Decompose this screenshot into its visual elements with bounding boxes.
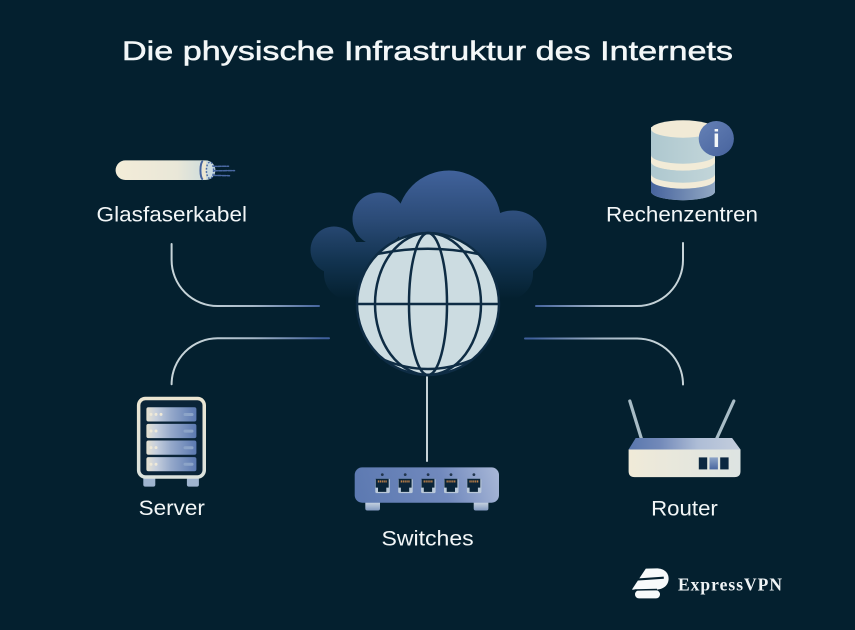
svg-text:Router: Router [651,497,718,521]
svg-text:Server: Server [139,496,205,520]
svg-text:Die physische Infrastruktur de: Die physische Infrastruktur des Internet… [122,36,733,66]
svg-text:ExpressVPN: ExpressVPN [678,575,782,595]
svg-text:Rechenzentren: Rechenzentren [606,203,758,227]
svg-text:Glasfaserkabel: Glasfaserkabel [97,203,248,227]
svg-text:i: i [713,125,720,153]
svg-text:Switches: Switches [382,526,474,550]
